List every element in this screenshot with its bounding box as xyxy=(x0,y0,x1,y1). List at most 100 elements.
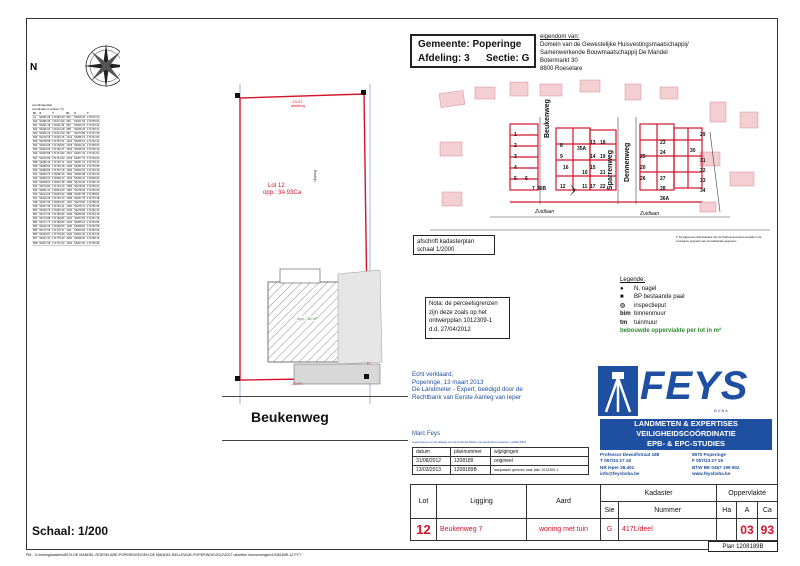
extract-note: afschrift kadasterplan schaal 1/2000 xyxy=(413,235,495,255)
dimension-bottom: -13.07- xyxy=(291,381,304,386)
company-block: FEYS B V B A LANDMETEN & EXPERTISES VEIL… xyxy=(594,364,772,486)
map-lot-number: 26 xyxy=(640,176,646,182)
coords-cell: 171768.15 xyxy=(86,236,101,242)
coords-cell: 171741.83 xyxy=(86,135,101,141)
map-lot-number: 29 xyxy=(700,132,706,138)
company-services: LANDMETEN & EXPERTISES VEILIGHEIDSCOÖRDI… xyxy=(600,419,772,450)
th-oppervlakte: Oppervlakte xyxy=(716,484,778,502)
coords-cell: 171748.89 xyxy=(51,143,66,149)
coords-cell: 54297.79 xyxy=(73,196,87,202)
coords-cell: 855 xyxy=(32,228,39,234)
coords-cell: 171675.93 xyxy=(86,119,101,125)
map-lot-number: 27 xyxy=(660,176,666,182)
coords-cell: Y xyxy=(51,112,66,116)
map-lot-number: 31 xyxy=(700,158,706,164)
company-address-line: Professor Dewulfstraat 188 xyxy=(600,452,660,457)
coords-cell: 171782.80 xyxy=(51,220,66,226)
coords-cell: 1087 xyxy=(65,188,74,193)
map-lot-number: 23 xyxy=(660,140,666,146)
rev-header-plan: plannummer xyxy=(450,447,491,457)
revisions-table: datum plannummer wijzigingen 31/08/2012 … xyxy=(412,447,589,475)
legend: Legende: ●N. nagel■BP bestaande paal◎ins… xyxy=(620,276,770,336)
coords-cell: 54294.93 xyxy=(38,147,52,153)
coords-cell: 54284.73 xyxy=(38,172,52,177)
map-copyright: © De Algemene Administratie van de Patri… xyxy=(676,235,762,243)
owner-line: Domein van de Gewestelijke Huisvestingsm… xyxy=(540,42,689,48)
coords-cell: 1083 xyxy=(65,184,74,189)
lot-label: Lot 12 xyxy=(268,183,285,189)
coords-cell: 54177.93 xyxy=(38,228,52,234)
legend-note: bebouwde oppervlakte per lot in m² xyxy=(620,328,722,334)
coords-cell: 1024 xyxy=(65,160,74,165)
coords-cell: 54285.21 xyxy=(73,220,87,226)
cadastral-map xyxy=(430,79,770,231)
coords-cell: 171723.09 xyxy=(86,172,101,177)
coords-cell: 1a xyxy=(32,115,39,121)
perceel-note-line: d.d. 27/04/2012 xyxy=(429,326,471,333)
coords-cell: 171722.14 xyxy=(86,139,101,145)
registration-note: ingeschreven op het tableau van de Feder… xyxy=(412,440,527,444)
coords-cell: 850 xyxy=(32,208,39,214)
coords-cell: 840 xyxy=(32,168,39,173)
map-lot-number: 30 xyxy=(690,148,696,154)
coords-cell: 171734.49 xyxy=(86,168,101,173)
lot-area: opp.: 3A 93Ca xyxy=(263,190,302,196)
coords-cell: 171758.62 xyxy=(86,143,101,149)
th-lot: Lot xyxy=(410,484,437,519)
map-lot-number: 22 xyxy=(600,184,606,190)
map-lot-number: 5 xyxy=(514,176,517,182)
company-service-line: EPB- & EPC-STUDIES xyxy=(647,439,725,448)
location-box: Gemeente: Poperinge Afdeling: 3 Sectie: … xyxy=(410,34,536,68)
coords-cell: 171741.53 xyxy=(51,156,66,161)
coords-cell: 54290.38 xyxy=(73,172,87,177)
coords-cell: 171741.51 xyxy=(86,151,101,157)
legend-label: tuinmuur xyxy=(634,319,658,326)
coords-cell: 1108 xyxy=(65,224,74,230)
coords-cell: 171681.60 xyxy=(51,115,66,121)
coords-cell: 171815.84 xyxy=(51,200,66,206)
map-lot-number: 36B xyxy=(537,186,547,192)
coords-cell: 171741.82 xyxy=(51,151,66,157)
map-lot-number: 25 xyxy=(640,154,646,160)
th-ha: Ha xyxy=(716,501,738,519)
coords-cell: 171762.55 xyxy=(86,224,101,230)
map-street-sparrenweg: Sparrenweg xyxy=(607,149,614,190)
coords-cell: 54251.41 xyxy=(38,188,52,193)
coords-cell: 54298.03 xyxy=(73,236,87,242)
map-street-beukenweg: Beukenweg xyxy=(544,99,551,138)
coords-cell: 951 xyxy=(65,115,74,121)
certification-line: Rechtbank van Eerste Aanleg van Ieper xyxy=(412,393,522,401)
coords-cell: 54294.05 xyxy=(38,143,52,149)
coords-cell: 54213.62 xyxy=(38,192,52,197)
footer-path: PM - X:\metingdossiers\8970-DE MANDEL-RO… xyxy=(26,553,302,557)
coords-cell: 54297.74 xyxy=(73,160,87,165)
dimension-top: -13.07- xyxy=(291,99,304,104)
afdeling-label: Afdeling: 3 xyxy=(418,53,470,64)
coords-cell: 1015 xyxy=(65,143,74,149)
coords-cell: 848 xyxy=(32,200,39,206)
coords-cell: 171815.92 xyxy=(51,192,66,197)
coords-cell: 171692.83 xyxy=(51,224,66,230)
owner-line: Samenwerkende Bouwmaatschappij De Mandel xyxy=(540,50,668,56)
scale-label: Schaal: 1/200 xyxy=(32,524,109,538)
map-lot-number: 34 xyxy=(700,188,706,194)
coords-cell: 1012 xyxy=(65,135,74,141)
cell-sie: G xyxy=(600,518,619,541)
coords-cell: 54266.15 xyxy=(38,131,52,137)
coords-cell: Nr. xyxy=(32,112,39,116)
coords-cell: 1043 xyxy=(65,176,74,181)
coords-cell: 54267.44 xyxy=(73,151,87,157)
map-street-zuidlaan-2: Zuidlaan xyxy=(640,211,660,217)
coords-cell: 54289.52 xyxy=(38,164,52,169)
coords-cell: 997 xyxy=(65,131,74,137)
coords-cell: Y xyxy=(86,112,101,116)
